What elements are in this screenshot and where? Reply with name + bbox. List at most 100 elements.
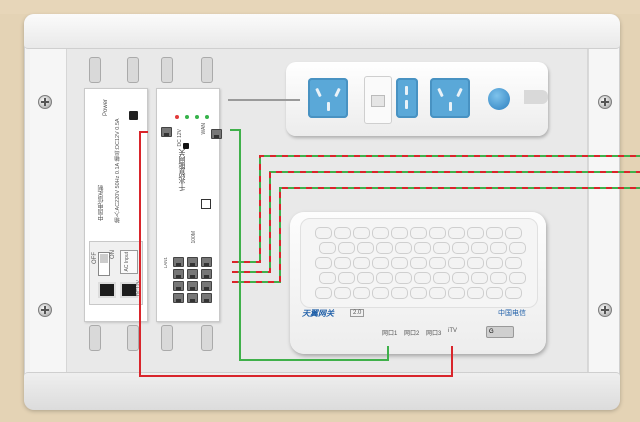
reset-button[interactable] [183,143,189,149]
screw-icon [38,95,52,109]
lan-port[interactable] [187,293,198,303]
grille-slot [509,242,526,254]
router-brand: 天翼网关 [302,309,334,318]
grille-slot [319,242,336,254]
grille-slot [315,287,332,299]
lan-port[interactable] [201,281,212,291]
outlet-socket[interactable] [396,78,418,118]
strip-switch[interactable] [364,76,392,124]
grille-slot [471,242,488,254]
lan-port[interactable] [173,281,184,291]
router-model-badge: 2.0 [350,309,365,317]
grille-slot [334,257,351,269]
grille-slot [414,242,431,254]
lan-port[interactable] [173,293,184,303]
grille-slot [486,227,503,239]
grille-slot [357,242,374,254]
router-port-label: 网口2 [404,331,420,337]
router-indicator: G [486,326,514,338]
strip-cord-end [524,90,548,104]
router-carrier: 中国电信 [498,310,526,317]
ac-input-socket[interactable] [120,250,138,274]
mount-bracket [161,325,173,351]
grille-slot [452,272,469,284]
router-port-label: 网口3 [426,331,442,337]
lan-port[interactable] [173,257,184,267]
grille-slot [467,227,484,239]
grille-slot [429,257,446,269]
grille-slot [353,287,370,299]
grille-slot [410,227,427,239]
power-switch[interactable] [98,252,110,276]
grille-slot [357,272,374,284]
lan-port[interactable] [201,257,212,267]
grille-slot [376,242,393,254]
router-port-label: iTV [448,328,457,334]
grille-slot [410,287,427,299]
grille-slot [429,287,446,299]
power-strip [286,62,548,136]
grille-slot [372,257,389,269]
grille-slot [505,287,522,299]
grille-slot [490,272,507,284]
grille-slot [505,257,522,269]
router-grille [300,218,538,308]
status-led [195,115,199,119]
grille-slot [471,272,488,284]
grille-slot [334,227,351,239]
grille-slot [376,272,393,284]
grille-slot [315,227,332,239]
grille-slot [372,227,389,239]
grille-slot [486,257,503,269]
grille-slot [315,257,332,269]
mount-bracket [201,325,213,351]
mount-bracket [161,57,173,83]
screw-icon [598,95,612,109]
dc-input-port[interactable] [161,127,172,137]
network-cable-stripe [232,171,640,273]
grille-slot [505,227,522,239]
grille-slot [433,242,450,254]
router-port-label: 网口1 [382,331,398,337]
grille-slot [395,242,412,254]
strip-power-button[interactable] [488,88,510,110]
status-led [205,115,209,119]
grille-slot [338,242,355,254]
grille-slot [319,272,336,284]
lan-port[interactable] [173,269,184,279]
grille-slot [372,287,389,299]
grille-slot [448,227,465,239]
lan-port[interactable] [201,293,212,303]
dc-output-port[interactable] [98,282,116,298]
dc-output-port[interactable] [120,282,138,298]
grille-slot [338,272,355,284]
lan-port[interactable] [187,257,198,267]
outlet-socket[interactable] [430,78,470,118]
grille-slot [448,257,465,269]
grille-slot [414,272,431,284]
power-module: Power 输入:AC220V 50Hz 0.1A 输出:DC12V 0.5A … [84,57,148,351]
lan-port[interactable] [187,269,198,279]
dc-jack-icon [129,111,138,120]
grille-slot [467,257,484,269]
grille-slot [509,272,526,284]
wan-port[interactable] [211,129,222,139]
outlet-socket[interactable] [308,78,348,118]
grille-slot [334,287,351,299]
grille-slot [429,227,446,239]
mode-switch[interactable] [201,199,211,209]
grille-slot [395,272,412,284]
grille-slot [452,242,469,254]
grille-slot [353,227,370,239]
lan-port[interactable] [187,281,198,291]
lan-port[interactable] [201,269,212,279]
box-top-lip [24,14,620,49]
grille-slot [490,242,507,254]
mount-bracket [201,57,213,83]
grille-slot [410,257,427,269]
mount-bracket [127,325,139,351]
box-bottom-lip [24,372,620,410]
background-top [0,0,640,14]
grille-slot [433,272,450,284]
